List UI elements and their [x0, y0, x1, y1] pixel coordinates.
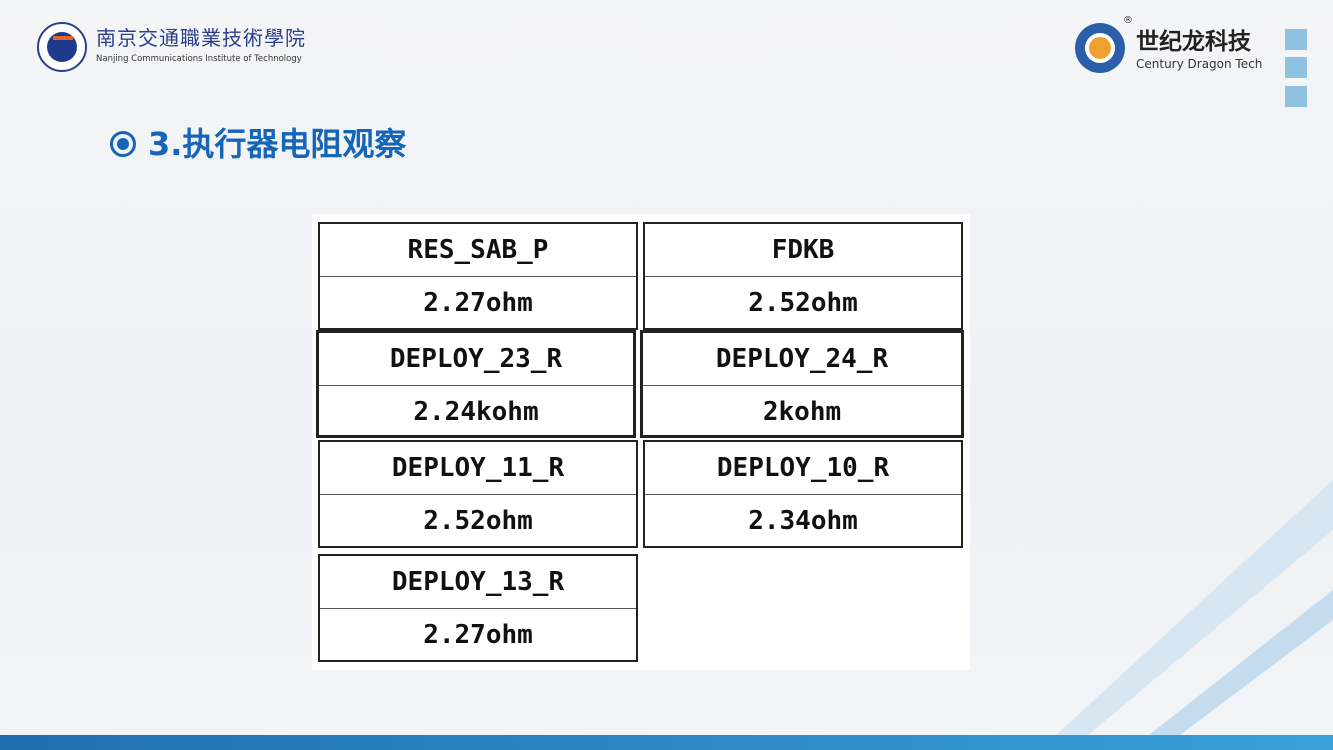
cell-value: 2.24kohm: [413, 397, 539, 427]
decor-square: [1285, 29, 1307, 50]
resistance-cell: DEPLOY_23_R 2.24kohm: [316, 330, 636, 438]
cell-name: DEPLOY_23_R: [319, 333, 633, 386]
decor-square: [1285, 86, 1307, 107]
resistance-cell: DEPLOY_13_R 2.27ohm: [318, 554, 638, 662]
school-logo: [37, 22, 87, 72]
school-name-en: Nanjing Communications Institute of Tech…: [96, 54, 302, 64]
cell-name: DEPLOY_13_R: [320, 556, 636, 609]
cell-value: 2.27ohm: [423, 620, 533, 650]
cell-value: 2.27ohm: [423, 288, 533, 318]
decor-square: [1285, 57, 1307, 78]
cell-name: DEPLOY_10_R: [645, 442, 961, 495]
cell-value: 2kohm: [762, 397, 842, 427]
cell-value: 2.52ohm: [423, 506, 533, 536]
company-name-en: Century Dragon Tech: [1136, 57, 1263, 71]
bullet-icon: [110, 131, 136, 157]
registered-mark: ®: [1123, 15, 1133, 26]
slide-title-text: 3.执行器电阻观察: [148, 125, 407, 163]
cell-name: FDKB: [645, 224, 961, 277]
resistance-cell: DEPLOY_11_R 2.52ohm: [318, 440, 638, 548]
resistance-table: RES_SAB_P 2.27ohm FDKB 2.52ohm DEPLOY_23_R…: [312, 214, 970, 670]
resistance-cell: DEPLOY_10_R 2.34ohm: [643, 440, 963, 548]
cell-name: RES_SAB_P: [320, 224, 636, 277]
resistance-cell: RES_SAB_P 2.27ohm: [318, 222, 638, 330]
decorative-stripes: [1040, 480, 1333, 750]
resistance-cell: FDKB 2.52ohm: [643, 222, 963, 330]
resistance-cell: DEPLOY_24_R 2kohm: [640, 330, 964, 438]
cell-value: 2.34ohm: [748, 506, 858, 536]
company-logo: [1075, 23, 1125, 73]
cell-name: DEPLOY_11_R: [320, 442, 636, 495]
footer-bar: [0, 735, 1333, 750]
cell-name: DEPLOY_24_R: [643, 333, 961, 386]
school-name-cn: 南京交通職業技術學院: [96, 26, 306, 50]
company-name-cn: 世纪龙科技: [1136, 29, 1251, 55]
cell-value: 2.52ohm: [748, 288, 858, 318]
slide-title: 3.执行器电阻观察: [110, 124, 406, 164]
